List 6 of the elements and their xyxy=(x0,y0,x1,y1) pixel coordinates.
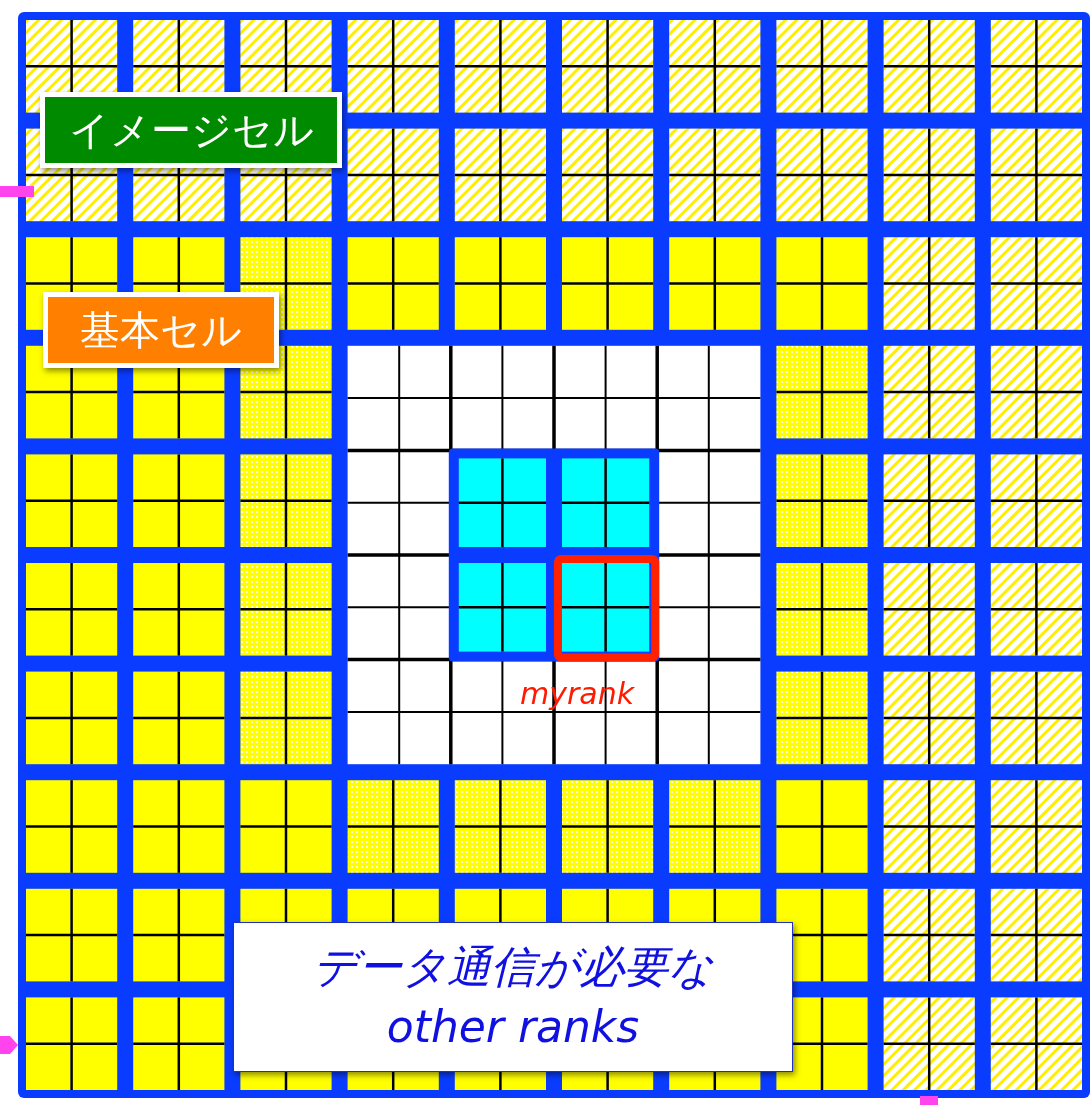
base-cell-tag xyxy=(43,292,279,368)
tag-label: 基本セル xyxy=(80,305,242,355)
note-box xyxy=(233,922,793,1072)
note-text: データ通信が必要な other ranks xyxy=(312,940,715,1054)
tag-label: イメージセル xyxy=(68,105,314,155)
image-cell-tag xyxy=(40,92,342,168)
